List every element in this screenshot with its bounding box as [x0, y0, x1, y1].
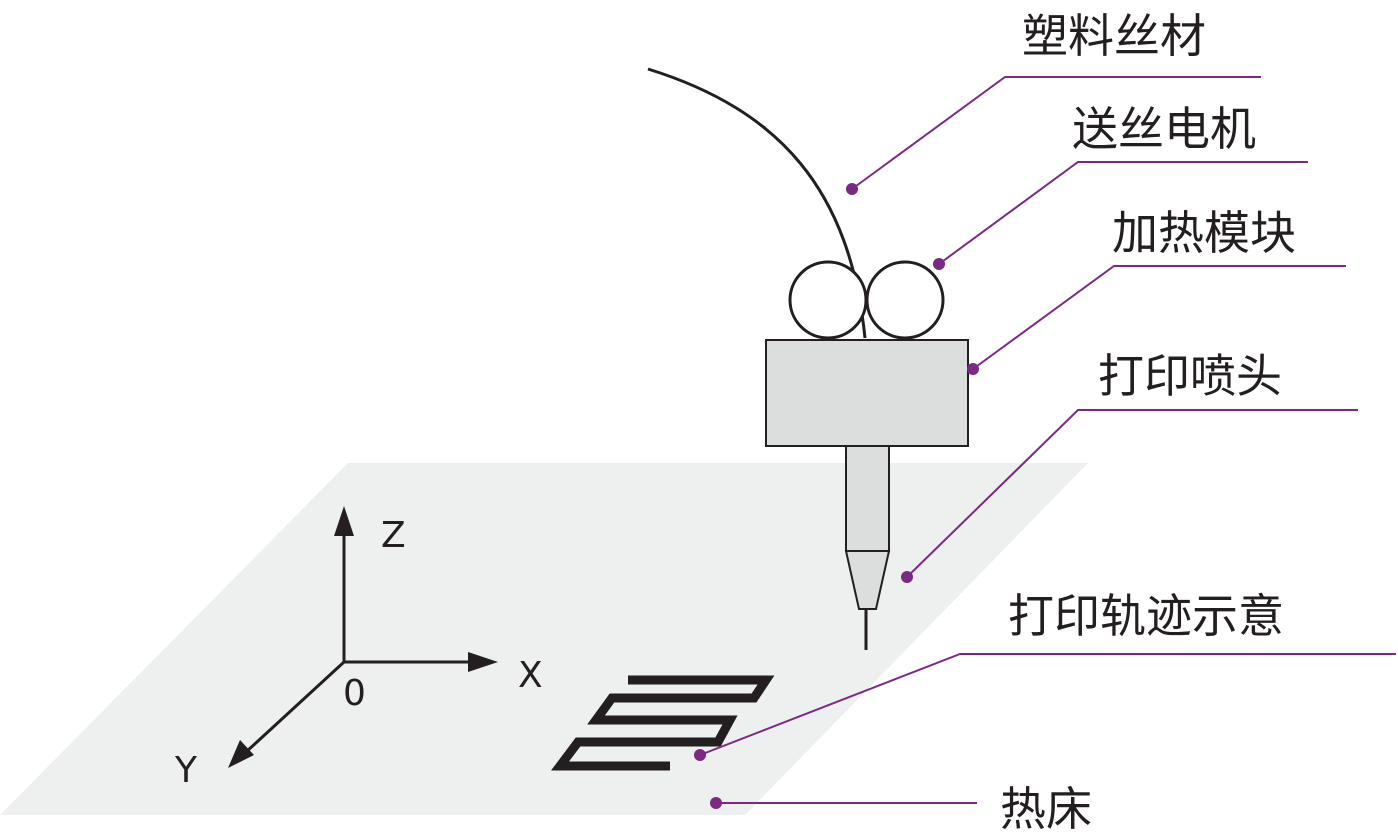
label-nozzle: 打印喷头: [1098, 349, 1282, 403]
print-path-zigzag: [551, 675, 775, 771]
label-filament: 塑料丝材: [1022, 9, 1206, 63]
origin-label: 0: [343, 673, 366, 714]
y-axis-arrow-icon: [228, 740, 254, 768]
heated-bed-plate: [0, 463, 1088, 815]
x-axis-label: X: [518, 655, 543, 696]
leader-dots: [694, 183, 979, 809]
leader-print-path: [699, 653, 1396, 756]
leader-dot-nozzle: [901, 571, 913, 583]
y-axis-line: [244, 660, 346, 754]
leader-feed-motor: [938, 161, 1308, 265]
nozzle-tip: [844, 550, 891, 610]
leader-heating-block: [972, 265, 1346, 370]
z-axis-label: Z: [381, 515, 406, 556]
label-heating-block: 加热模块: [1112, 206, 1296, 260]
leader-dot-filament: [846, 183, 858, 195]
x-axis-arrow-icon: [468, 652, 498, 672]
leader-lines: [699, 76, 1396, 804]
leader-dot-print-path: [694, 749, 706, 761]
leader-dot-feed-motor: [933, 258, 945, 270]
feed-motor-roller-left: [788, 260, 868, 340]
leader-filament: [851, 76, 1261, 190]
leader-dot-heating-block: [967, 363, 979, 375]
z-axis-arrow-icon: [334, 506, 354, 536]
feed-motor-roller-right: [865, 260, 945, 340]
label-heated-bed: 热床: [1000, 782, 1092, 834]
label-feed-motor: 送丝电机: [1072, 102, 1256, 156]
nozzle-barrel: [845, 445, 890, 552]
label-print-path: 打印轨迹示意: [1008, 589, 1284, 643]
y-axis-label: Y: [174, 750, 198, 791]
leader-nozzle: [906, 409, 1358, 578]
heating-block: [765, 339, 969, 447]
leader-dot-heated-bed: [710, 797, 722, 809]
coordinate-axes: Z X Y 0: [174, 506, 543, 791]
